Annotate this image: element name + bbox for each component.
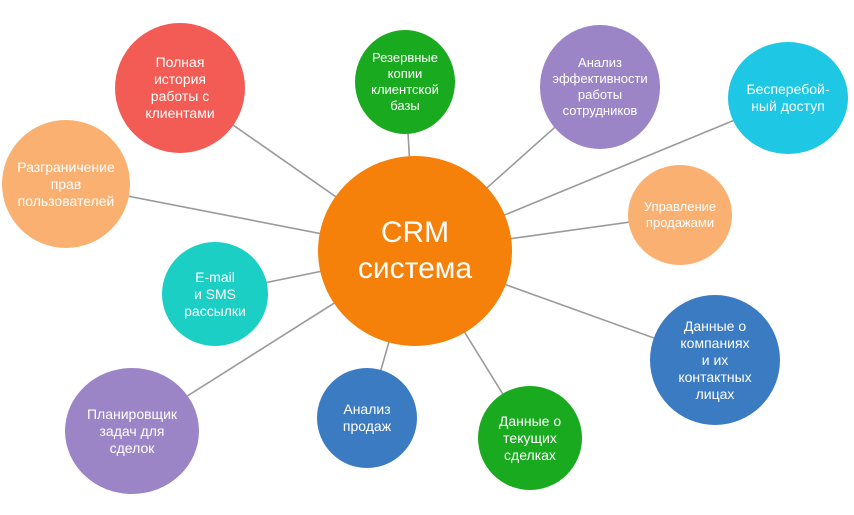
node-deal-scheduler-label: Планировщик задач для сделок xyxy=(86,405,178,456)
node-current-deals-label: Данные о текущих сделках xyxy=(498,412,562,463)
node-staff-efficiency: Анализ эффективности работы сотрудников xyxy=(540,25,660,149)
node-sales-management-label: Управление продажами xyxy=(643,199,717,230)
node-email-sms: E-mail и SMS рассылки xyxy=(162,242,268,346)
node-sales-analysis-label: Анализ продаж xyxy=(342,401,392,434)
node-backup-copies-label: Резервные копии клиентской базы xyxy=(371,50,439,113)
node-deal-scheduler: Планировщик задач для сделок xyxy=(65,368,199,494)
node-user-permissions-label: Разграничение прав пользователей xyxy=(17,158,115,209)
node-sales-analysis: Анализ продаж xyxy=(317,368,417,468)
crm-center-node: CRM система xyxy=(318,156,512,346)
node-company-contacts: Данные о компаниях и их контактных лицах xyxy=(650,295,780,425)
node-email-sms-label: E-mail и SMS рассылки xyxy=(184,268,246,319)
node-user-permissions: Разграничение прав пользователей xyxy=(2,120,130,248)
node-client-history: Полная история работы с клиентами xyxy=(115,23,245,153)
node-current-deals: Данные о текущих сделках xyxy=(478,386,582,490)
node-company-contacts-label: Данные о компаниях и их контактных лицах xyxy=(678,317,752,402)
node-uninterrupted-access-label: Бесперебой- ный доступ xyxy=(746,81,830,114)
node-sales-management: Управление продажами xyxy=(628,165,732,265)
node-uninterrupted-access: Бесперебой- ный доступ xyxy=(728,42,848,154)
crm-center-label: CRM система xyxy=(357,216,473,285)
node-backup-copies: Резервные копии клиентской базы xyxy=(355,30,455,134)
node-staff-efficiency-label: Анализ эффективности работы сотрудников xyxy=(552,55,648,118)
node-client-history-label: Полная история работы с клиентами xyxy=(145,54,215,121)
